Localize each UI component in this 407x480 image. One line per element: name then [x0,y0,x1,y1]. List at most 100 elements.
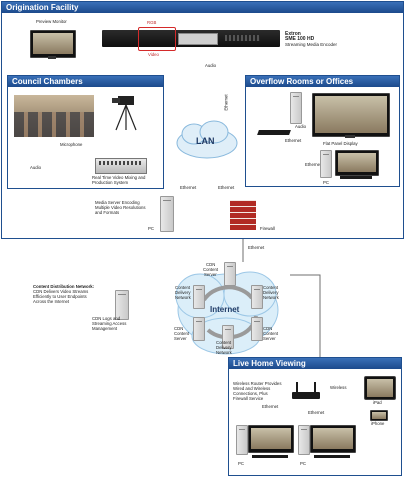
firewall-icon [230,200,256,230]
wireless-label: Wireless [330,385,347,390]
overflow-rooms-title: Overflow Rooms or Offices [246,76,399,87]
cdn-node-right-label-2: Delivery [263,290,279,295]
encoder-description: Streaming Media Encoder [285,42,338,47]
live-home-viewing-title: Live Home Viewing [229,358,401,369]
microphone-label: Microphone [60,142,83,147]
encoder-vent [225,35,260,41]
encoder-ports-highlight [138,27,176,51]
encoder-brand: Extron [285,31,301,37]
cdn-logs-label-1: CDN Logs and [92,316,121,321]
internet-label: Internet [210,305,240,314]
overflow-keyboard [257,130,291,135]
cdn-node-bottom-left-label-1: CDN [174,326,184,331]
cdn-node-bottom-left [193,317,205,341]
overflow-audio-label: Audio [295,124,306,129]
home-pc-right-monitor [310,425,356,453]
media-server-pc [160,196,174,232]
home-pc-right-tower [298,425,310,455]
cdn-node-left-label-1: Content [175,285,191,290]
encoder-port-label-2: Video [148,52,159,57]
router-antenna-right [314,382,316,392]
wireless-router [292,392,320,399]
video-mixer-label-1: Real Time Video Mixing and [92,175,146,180]
media-server-label-2: Multiple Video Resolutions [95,205,146,210]
lan-cloud [176,120,238,159]
overflow-ethernet-label: Ethernet [285,138,302,143]
cdn-desc-1: CDN Delivers Video Streams [33,289,89,294]
cdn-logs-label-2: Streaming Access [92,321,127,326]
cdn-node-bottom-label-3: Network [216,350,232,355]
overflow-pc-tower [290,92,302,124]
home-pc-right-keyboard [314,455,350,458]
cdn-node-bottom-right [251,317,263,341]
ipad-device [364,376,396,400]
router-antenna-left [296,382,298,392]
ipad-label: iPad [373,400,382,405]
cdn-node-left [193,285,205,309]
home-pc-left-keyboard [252,455,288,458]
router-label-4: Firewall Service [233,396,264,401]
video-mixer-buttons [99,161,141,165]
home-ethernet-left-label: Ethernet [262,404,279,409]
origination-facility-title: Origination Facility [2,2,403,13]
encoder-port-label-1: RGB [147,20,157,25]
cdn-title: Content Distribution Network: [33,284,95,289]
audio-link-label-top: Audio [205,63,216,68]
council-photo-people [14,112,94,137]
cdn-ethernet-down-label: Ethernet [248,245,265,250]
council-audio-label: Audio [30,165,41,170]
home-pc-left-monitor [248,425,294,453]
cdn-node-right-label-3: Network [263,295,279,300]
overflow-pc2-tower [320,150,332,178]
flat-panel-label: Flat Panel Display [323,141,358,146]
cdn-node-bottom-left-label-3: Server [174,336,187,341]
video-mixer-label-2: Production System [92,180,129,185]
cdn-node-bottom-right-label-3: Server [263,336,276,341]
cdn-node-left-label-2: Delivery [175,290,191,295]
flat-panel-stand [345,135,355,138]
overflow-pc2-keyboard [340,176,372,179]
encoder-model: SME 100 HD [285,36,315,42]
lan-label: LAN [196,136,215,146]
cdn-node-top [224,262,236,286]
encoder-port-panel [178,33,218,45]
iphone-label: iPhone [371,421,385,426]
cdn-node-bottom-left-label-2: Content [174,331,190,336]
overflow-pc-label: PC [323,180,329,185]
cdn-node-bottom-right-label-1: CDN [263,326,273,331]
home-pc-left-tower [236,425,248,455]
router-label-3: Connections, Plus [233,391,268,396]
preview-monitor-stand [48,56,56,59]
cdn-node-bottom-label-2: Delivery [216,345,232,350]
cdn-node-right [251,285,263,309]
cdn-desc-2: Efficiently to User Endpoints [33,294,87,299]
cdn-node-top-label-1: CDN [206,262,216,267]
cdn-logs-server [115,290,129,320]
ethernet-server-label: Ethernet [180,185,197,190]
firewall-label: Firewall [260,226,275,231]
preview-monitor-label: Preview Monitor [36,19,67,24]
cdn-node-bottom [222,325,234,349]
cdn-node-left-label-3: Network [175,295,191,300]
home-pc-right-label: PC [300,461,306,466]
cdn-logs-label-3: Management [92,326,118,331]
preview-monitor [30,30,76,58]
router-label-1: Wireless Router Provides [233,381,282,386]
cdn-desc-3: Across the Internet [33,299,70,304]
overflow-pc2-monitor [335,150,379,176]
cdn-node-right-label-1: Content [263,285,279,290]
cdn-node-top-label-3: Server [204,272,217,277]
overflow-ethernet-label-2: Ethernet [305,162,322,167]
home-ethernet-right-label: Ethernet [308,410,325,415]
router-label-2: Wired and Wireless [233,386,271,391]
cdn-node-bottom-right-label-2: Content [263,331,279,336]
home-pc-left-label: PC [238,461,244,466]
ethernet-link-label-top: Ethernet [223,94,229,111]
media-server-pc-label: PC [148,226,154,231]
video-camera [112,96,137,131]
media-server-label-1: Media Server Encoding [95,200,140,205]
iphone-device [370,410,388,421]
media-server-label-3: and Formats [95,210,120,215]
cdn-node-bottom-label-1: Content [216,340,232,345]
ethernet-firewall-label: Ethernet [218,185,235,190]
